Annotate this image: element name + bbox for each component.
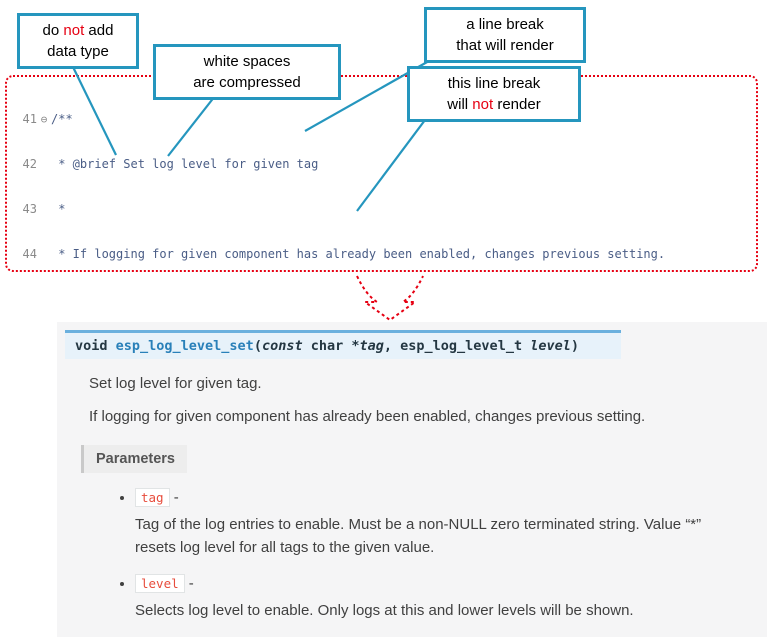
parameter-item: level - Selects log level to enable. Onl…: [135, 574, 767, 623]
sig-paren: ): [570, 338, 579, 354]
param-description: Tag of the log entries to enable. Must b…: [135, 516, 702, 556]
callout-no-data-type: do not add data type: [17, 13, 139, 69]
fold-collapse-icon: ⊖: [40, 113, 48, 126]
callout-line: will not render: [447, 96, 541, 113]
sig-function-name: esp_log_level_set: [115, 338, 254, 354]
code-line: 41⊖/**: [13, 112, 756, 127]
code-editor-snippet: 41⊖/** 42 * @brief Set log level for giv…: [5, 75, 758, 272]
code-text: * @brief Set log level for given tag: [51, 157, 319, 171]
sig-const-keyword: const: [261, 338, 303, 354]
parameter-item: tag - Tag of the log entries to enable. …: [135, 488, 767, 559]
line-number: 43: [22, 202, 37, 216]
callout-line: data type: [47, 43, 109, 60]
sig-return-type: void: [75, 338, 116, 354]
param-dash: -: [169, 489, 179, 506]
dotted-down-arrow-icon: [356, 275, 424, 322]
function-signature-header: void esp_log_level_set(const char *tag, …: [65, 330, 621, 359]
callout-line: white spaces: [203, 53, 291, 70]
param-name-chip: level: [135, 574, 185, 593]
param-name-chip: tag: [135, 488, 170, 507]
rendered-docs-panel: void esp_log_level_set(const char *tag, …: [57, 322, 767, 637]
sig-param-level: level: [530, 338, 571, 354]
callout-line-break-renders: a line break that will render: [424, 7, 586, 63]
sig-pointer-type: char *: [302, 338, 360, 354]
code-text: *: [51, 202, 66, 216]
callout-line: are compressed: [193, 74, 301, 91]
code-text: /**: [51, 112, 73, 126]
callout-line: a line break: [466, 16, 544, 33]
code-text: * If logging for given component has alr…: [51, 247, 666, 261]
parameters-label: Parameters: [81, 445, 187, 473]
code-line: 42 * @brief Set log level for given tag: [13, 157, 756, 172]
parameter-list: tag - Tag of the log entries to enable. …: [105, 488, 767, 623]
param-description: Selects log level to enable. Only logs a…: [135, 602, 634, 619]
callout-line: that will render: [456, 37, 554, 54]
sig-separator: ,: [383, 338, 401, 354]
callout-whitespace-compressed: white spaces are compressed: [153, 44, 341, 100]
sig-param-type: esp_log_level_t: [400, 338, 531, 354]
callout-line: this line break: [447, 75, 541, 92]
sig-param-tag: tag: [359, 338, 384, 354]
docs-body: Set log level for given tag. If logging …: [81, 375, 767, 623]
sig-paren: (: [253, 338, 262, 354]
code-line: 44 * If logging for given component has …: [13, 247, 756, 262]
doc-brief-paragraph: Set log level for given tag.: [89, 375, 262, 392]
param-dash: -: [184, 575, 194, 592]
line-number: 44: [22, 247, 37, 261]
callout-line: do not add: [42, 22, 114, 39]
doc-detail-paragraph: If logging for given component has alrea…: [89, 408, 646, 425]
code-line: 43 *: [13, 202, 756, 217]
line-number: 42: [22, 157, 37, 171]
callout-line-break-not-render: this line break will not render: [407, 66, 581, 122]
line-number: 41: [22, 112, 37, 126]
